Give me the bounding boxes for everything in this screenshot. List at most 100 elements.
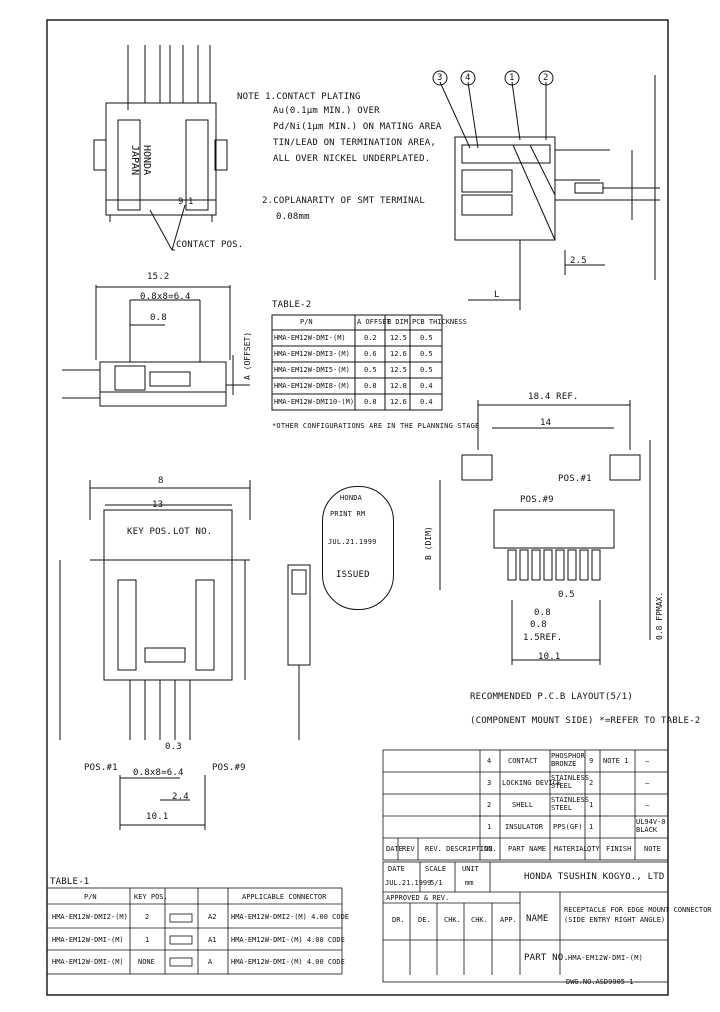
table2-header-pn: P/N [300,318,313,326]
parts-material-2: STAINLESS STEEL [551,796,589,812]
balloon-label-3: 3 [437,73,443,83]
date-value: JUL.21.1999 [385,879,432,887]
sig-chk1: CHK. [444,916,461,924]
title-block-grid [382,861,669,983]
date-label: DATE [388,865,405,873]
dim-b-dim: B (DIM) [424,526,433,560]
dim-15-2: 15.2 [147,272,170,282]
table2-header-a: A OFFSET [357,318,391,326]
dim-0-3: 0.3 [165,742,182,752]
table-row: HMA-EM12W-DMI5-(M) [274,366,350,374]
front-view [62,285,250,407]
scale-value: 5/1 [430,879,443,887]
part-no-label: PART NO. [524,953,569,963]
marking-honda: HONDA [141,145,152,176]
parts-name-1: INSULATOR [505,823,543,831]
stamp-line-1: HONDA [340,494,363,502]
table-cell: 0.5 [420,350,433,358]
dim-0-8-pcb: 0.8 [534,608,551,618]
top-view-connector [93,45,228,251]
table2-title: TABLE-2 [272,300,312,310]
table-cell: HMA-EM12W-DMI-(M) 4.00 CODE [231,936,345,944]
dim-0-8-bottom: 0.8x8=6.4 [133,768,184,778]
pos-1-label: POS.#1 [84,763,118,773]
pos-9-label: POS.#9 [212,763,246,773]
rec-layout-title: RECOMMENDED P.C.B LAYOUT(5/1) [470,692,633,702]
sig-de: DE. [418,916,431,924]
balloon-label-4: 4 [465,73,471,83]
sig-chk2: CHK. [471,916,488,924]
table-cell: 0.2 [364,334,377,342]
balloon-label-1: 1 [509,73,515,83]
coplanarity-value: 0.08mm [276,212,310,222]
table-cell: 0.5 [420,366,433,374]
table-cell: A1 [208,936,217,944]
bottom-view-connector [59,480,251,830]
coplanarity-note: 2.COPLANARITY OF SMT TERMINAL [262,196,425,206]
pcb-layout [439,400,651,665]
table-row: HMA-EM12W-DMI10-(M) [274,398,355,406]
parts-qty-4: 9 [589,757,594,765]
sheet-border [46,19,669,996]
pin-9-label: 9 [178,197,184,207]
table-cell: 0.5 [420,334,433,342]
parts-header-note: NOTE [644,845,661,853]
key-pos-label: KEY POS. [127,527,172,537]
table1-title: TABLE-1 [50,877,90,887]
drawing-no: DWG.NO.ASD9905-1 [566,978,634,986]
table-cell: 12.5 [390,334,407,342]
table-cell: 12.5 [390,366,407,374]
dim-0-5-pcb: 0.5 [558,590,575,600]
parts-finish-4: NOTE 1 [603,757,629,765]
table-cell: HMA-EM12W-DMI2-(M) 4.00 CODE [231,913,350,921]
table-cell: 0.8 [364,382,377,390]
parts-material-3: STAINLESS STEEL [551,774,589,790]
parts-qty-2: 1 [589,801,594,809]
parts-material-4: PHOSPHOR BRONZE [551,752,585,768]
table-cell: 12.6 [390,398,407,406]
table-cell: 0.4 [420,398,433,406]
parts-no-1: 1 [487,823,492,831]
note-title: NOTE 1.CONTACT PLATING [237,92,361,102]
parts-note-2: — [645,801,650,809]
note-line-4: ALL OVER NICKEL UNDERPLATED. [273,154,431,164]
table-row: HMA-EM12W-DMI-(M) [274,334,346,342]
dim-0-8-pcb2: 0.8 [530,620,547,630]
table1-header-connector: APPLICABLE CONNECTOR [242,893,327,901]
approved-label: APPROVED & REV. [386,894,450,902]
dim-13: 13 [152,500,164,510]
contact-pos-label: CONTACT POS. [176,240,244,250]
company-name: HONDA TSUSHIN KOGYO., LTD [524,872,665,882]
dim-2-4: 2.4 [172,792,189,802]
parts-header-finish: FINISH [606,845,632,853]
dim-0-8x8: 0.8x8=6.4 [140,292,191,302]
dim-2-5: 2.5 [570,256,587,266]
parts-header-no: NO. [484,845,497,853]
sig-app: APP. [500,916,517,924]
name-value: RECEPTACLE FOR EDGE MOUNT CONNECTOR [564,906,712,914]
table2-header-b: B DIM. [387,318,413,326]
side-section-view [432,70,660,310]
unit-label: UNIT [462,865,479,873]
balloon-label-2: 2 [543,73,549,83]
parts-note-1: UL94V-0 BLACK [636,818,666,834]
dim-18-4-ref: 18.4 REF. [528,392,579,402]
table2-header-pcb: PCB THICKNESS [412,318,467,326]
dim-8: 8 [158,476,164,486]
scale-label: SCALE [425,865,447,873]
parts-no-3: 3 [487,779,492,787]
stamp-line-4: ISSUED [336,570,370,580]
dim-10-1-bottom: 10.1 [146,812,169,822]
table1-header-pn: P/N [84,893,97,901]
parts-name-4: CONTACT [508,757,538,765]
table-row: HMA-EM12W-DMI8-(M) [274,382,350,390]
parts-qty-3: 2 [589,779,594,787]
lot-no-label: LOT NO. [173,527,213,537]
parts-material-1: PPS(GF) [553,823,583,831]
note-line-1: Au(0.1μm MIN.) OVER [273,106,380,116]
table-cell: 0.4 [420,382,433,390]
note-line-2: Pd/Ni(1μm MIN.) ON MATING AREA [273,122,442,132]
table1-grid [46,887,343,975]
table-cell: 0.6 [364,350,377,358]
